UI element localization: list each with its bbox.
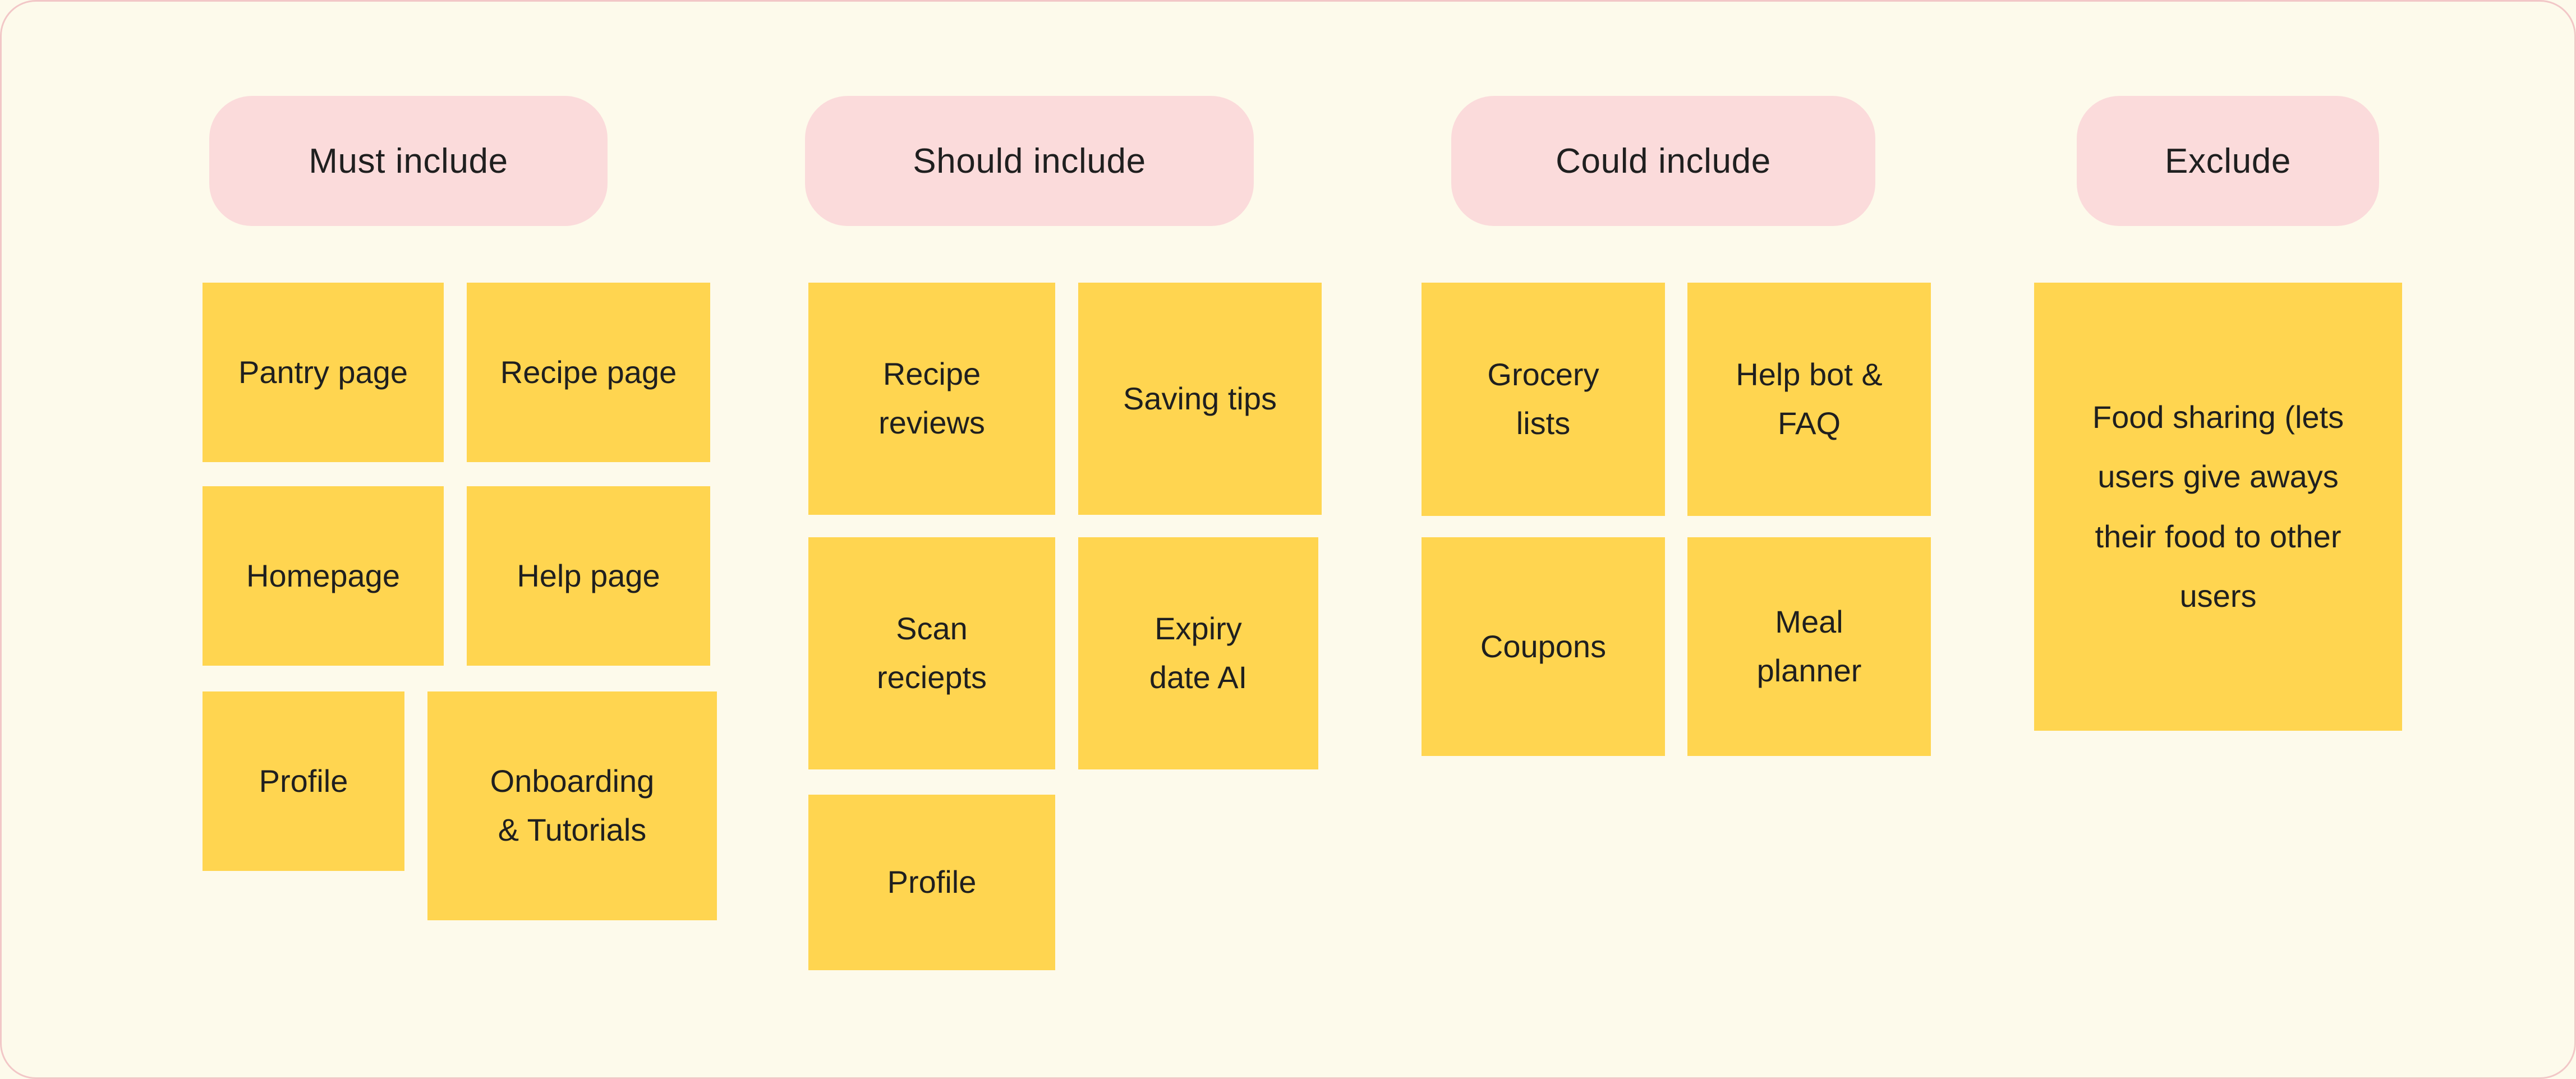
column-header-pill-could-include[interactable]: Could include bbox=[1451, 96, 1875, 226]
sticky-note-pantry-page[interactable]: Pantry page bbox=[203, 283, 444, 462]
sticky-note-profile-should[interactable]: Profile bbox=[808, 795, 1055, 970]
sticky-note-meal-planner[interactable]: Meal planner bbox=[1687, 537, 1931, 756]
sticky-note-saving-tips[interactable]: Saving tips bbox=[1078, 283, 1322, 515]
sticky-note-scan-reciepts[interactable]: Scan reciepts bbox=[808, 537, 1055, 769]
sticky-note-grocery-lists[interactable]: Grocery lists bbox=[1422, 283, 1665, 516]
sticky-note-profile-must[interactable]: Profile bbox=[203, 691, 404, 871]
sticky-note-help-bot-faq[interactable]: Help bot & FAQ bbox=[1687, 283, 1931, 516]
sticky-note-onboarding-tutorials[interactable]: Onboarding & Tutorials bbox=[427, 691, 717, 920]
sticky-note-coupons[interactable]: Coupons bbox=[1422, 537, 1665, 756]
sticky-note-food-sharing[interactable]: Food sharing (lets users give aways thei… bbox=[2034, 283, 2402, 731]
column-header-pill-exclude[interactable]: Exclude bbox=[2077, 96, 2379, 226]
sticky-note-help-page[interactable]: Help page bbox=[467, 486, 710, 666]
sticky-note-homepage[interactable]: Homepage bbox=[203, 486, 444, 666]
column-header-pill-should-include[interactable]: Should include bbox=[805, 96, 1254, 226]
sticky-note-expiry-date-ai[interactable]: Expiry date AI bbox=[1078, 537, 1318, 769]
sticky-note-recipe-page[interactable]: Recipe page bbox=[467, 283, 710, 462]
sticky-note-recipe-reviews[interactable]: Recipe reviews bbox=[808, 283, 1055, 515]
column-header-pill-must-include[interactable]: Must include bbox=[209, 96, 608, 226]
